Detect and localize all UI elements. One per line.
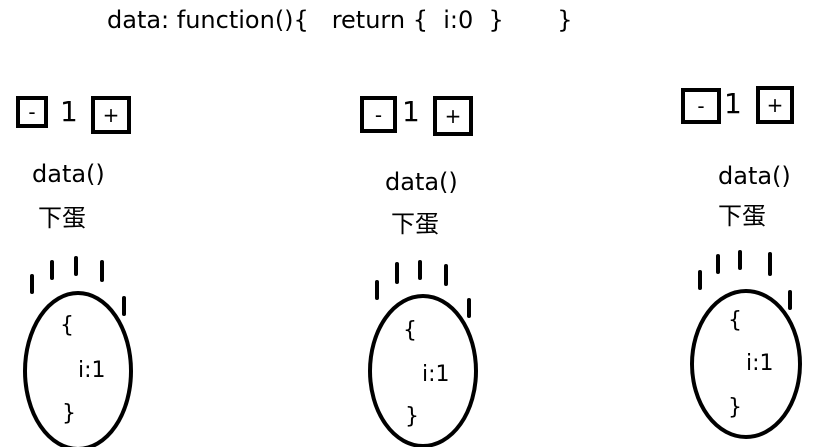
decrement-button[interactable]: -: [360, 96, 397, 133]
lay-egg-label: 下蛋: [38, 204, 86, 232]
egg-outline: [23, 291, 133, 447]
lay-egg-label: 下蛋: [391, 210, 439, 238]
counter-value: 1: [724, 87, 742, 120]
increment-button[interactable]: +: [756, 86, 794, 124]
egg-illustration: [23, 256, 133, 447]
egg-close-brace: }: [405, 404, 419, 429]
egg-open-brace: {: [728, 308, 742, 333]
data-call-label: data(): [385, 168, 458, 196]
component-instance-1: - 1 + data() 下蛋 { i:1 }: [0, 0, 200, 447]
increment-button[interactable]: +: [91, 96, 131, 134]
data-function-definition: data: function(){ return { i:0 } }: [107, 6, 573, 34]
egg-illustration: [690, 250, 802, 439]
lay-egg-label: 下蛋: [718, 202, 766, 230]
decrement-label: -: [28, 100, 36, 124]
decrement-button[interactable]: -: [681, 88, 721, 124]
component-instance-2: - 1 + data() 下蛋 { i:1 }: [345, 0, 545, 447]
increment-label: +: [766, 93, 784, 117]
counter-value: 1: [402, 95, 420, 128]
increment-label: +: [102, 103, 120, 127]
egg-open-brace: {: [403, 318, 417, 343]
egg-property: i:1: [746, 351, 774, 376]
egg-outline: [368, 294, 478, 447]
decrement-label: -: [374, 102, 383, 127]
counter-value: 1: [60, 95, 78, 128]
data-call-label: data(): [718, 162, 791, 190]
data-call-label: data(): [32, 160, 105, 188]
egg-property: i:1: [422, 362, 450, 387]
increment-label: +: [444, 104, 462, 128]
egg-property: i:1: [78, 358, 106, 383]
egg-illustration: [368, 260, 478, 447]
egg-close-brace: }: [62, 401, 76, 426]
increment-button[interactable]: +: [433, 96, 473, 136]
decrement-button[interactable]: -: [16, 96, 48, 128]
egg-open-brace: {: [60, 313, 74, 338]
egg-outline: [690, 289, 802, 439]
decrement-label: -: [697, 94, 705, 118]
component-instance-3: - 1 + data() 下蛋 { i:1 }: [616, 0, 816, 447]
egg-close-brace: }: [728, 395, 742, 420]
